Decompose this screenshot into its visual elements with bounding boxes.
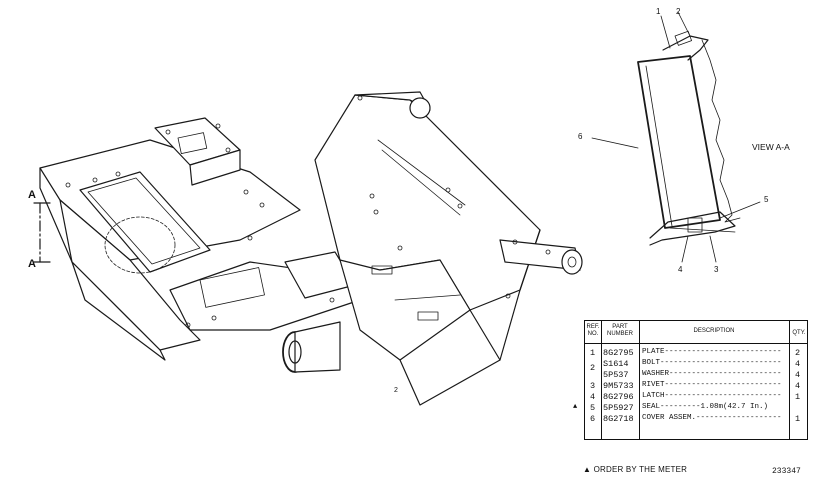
parts-table: REF. NO. PART NUMBER DESCRIPTION QTY. 1 … bbox=[573, 320, 808, 440]
table-row: 3 9M5733 RIVET--------------------------… bbox=[590, 381, 801, 391]
table-row: 5P537 WASHER------------------------- 4 bbox=[603, 370, 801, 380]
callout-6: 6 bbox=[578, 132, 583, 141]
table-row: 1 8G2795 PLATE--------------------------… bbox=[590, 348, 801, 358]
section-marker: A A bbox=[28, 189, 51, 270]
section-letter-top: A bbox=[28, 189, 36, 201]
header-qty: QTY. bbox=[792, 330, 806, 336]
section-letter-bottom: A bbox=[28, 258, 36, 270]
meter-marker-icon: ▲ bbox=[573, 403, 578, 411]
callout-4: 4 bbox=[678, 265, 683, 274]
footnote: ▲ ORDER BY THE METER bbox=[583, 465, 687, 474]
callout-1: 1 bbox=[656, 7, 661, 16]
footnote-text: ORDER BY THE METER bbox=[593, 465, 688, 474]
callout-2: 2 bbox=[676, 7, 681, 16]
callout-5: 5 bbox=[764, 195, 769, 204]
table-row: 6 8G2718 COVER ASSEM.-------------------… bbox=[590, 414, 801, 424]
illustration-number: 233347 bbox=[772, 467, 801, 476]
meter-marker-icon: ▲ bbox=[583, 465, 592, 474]
table-row: 4 8G2796 LATCH--------------------------… bbox=[590, 392, 801, 402]
header-description: DESCRIPTION bbox=[693, 328, 735, 334]
callout-3: 3 bbox=[714, 265, 719, 274]
view-a-a-detail: 1 2 3 4 5 6 VIEW A-A bbox=[578, 7, 790, 274]
frame-callout: 2 bbox=[394, 387, 398, 394]
header-part-number: PART NUMBER bbox=[606, 324, 633, 337]
view-label: VIEW A-A bbox=[752, 142, 790, 152]
table-row: ▲ 5 5P5927 SEAL---------1.08m(42.7 In.) bbox=[573, 403, 769, 413]
header-ref: REF. NO. bbox=[586, 324, 600, 337]
frame-assembly: 2 bbox=[39, 91, 583, 406]
table-row: 2 S1614 BOLT--------------------------- … bbox=[590, 359, 801, 373]
table-header: REF. NO. PART NUMBER DESCRIPTION QTY. bbox=[585, 321, 807, 344]
